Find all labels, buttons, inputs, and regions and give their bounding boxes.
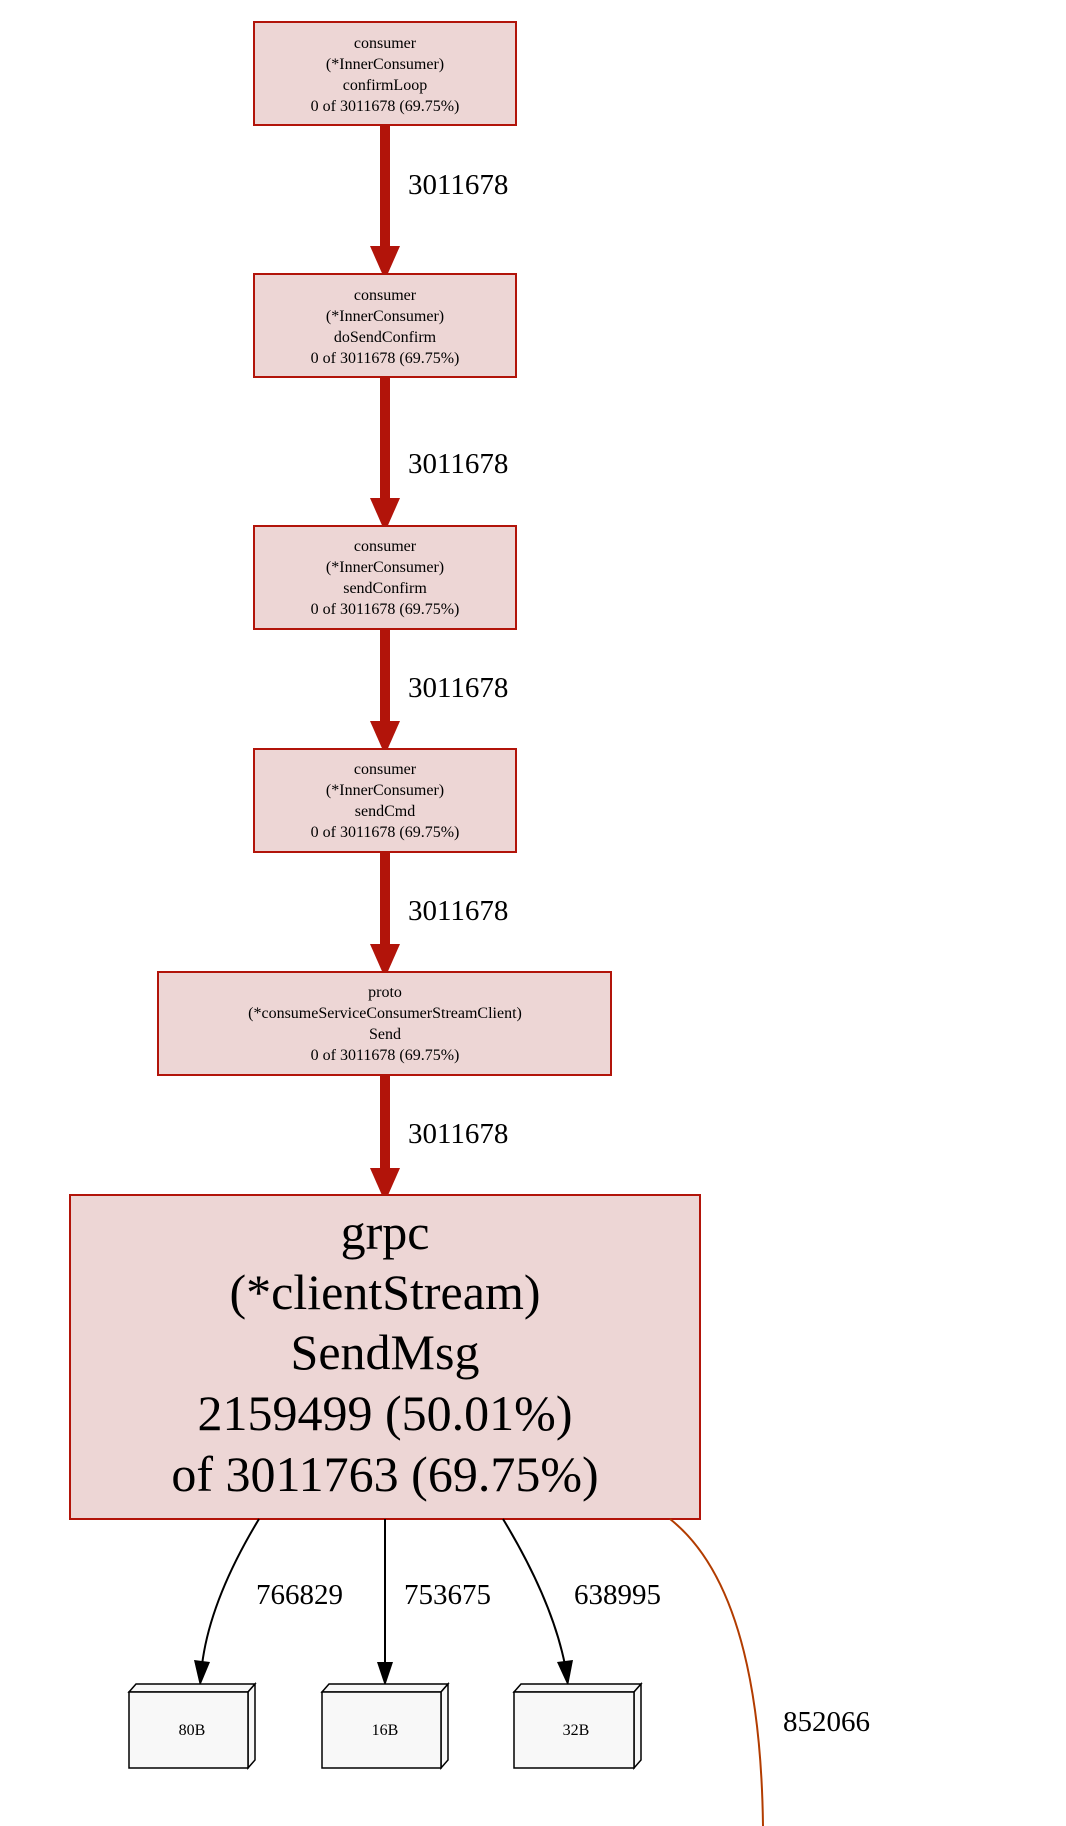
node-label-line: confirmLoop <box>343 77 427 94</box>
arrowhead <box>194 1660 210 1686</box>
edge-send-msg-to-16b[interactable]: 753675 <box>377 1519 491 1686</box>
edge-send-confirm-to-send-cmd[interactable]: 3011678 <box>370 629 508 755</box>
node-label-line: 0 of 3011678 (69.75%) <box>311 1047 460 1064</box>
node-label-line: consumer <box>354 538 417 555</box>
node-send-confirm[interactable]: consumer (*InnerConsumer) sendConfirm 0 … <box>253 525 517 630</box>
node-label-line: SendMsg <box>291 1324 480 1380</box>
leaf-32b[interactable]: 32B <box>512 1682 643 1770</box>
edge-label: 753675 <box>404 1579 491 1611</box>
node-label-line: sendCmd <box>355 803 415 820</box>
edge-label: 3011678 <box>408 1118 508 1150</box>
node-label-line: (*InnerConsumer) <box>326 56 444 73</box>
leaf-label: 32B <box>563 1722 590 1739</box>
arrowhead <box>370 246 400 280</box>
edge-label: 766829 <box>256 1579 343 1611</box>
node-label-line: Send <box>369 1026 401 1043</box>
node-stream-client-send[interactable]: proto (*consumeServiceConsumerStreamClie… <box>157 971 612 1076</box>
node-label-line: (*clientStream) <box>230 1264 541 1320</box>
node-label-line: consumer <box>354 761 417 778</box>
leaf-label: 80B <box>179 1722 206 1739</box>
node-label-line: (*consumeServiceConsumerStreamClient) <box>248 1005 522 1022</box>
edge-label: 3011678 <box>408 672 508 704</box>
leaf-16b[interactable]: 16B <box>320 1682 450 1770</box>
arrowhead <box>370 721 400 755</box>
node-label-line: grpc <box>341 1204 430 1260</box>
node-label-line: (*InnerConsumer) <box>326 559 444 576</box>
node-label-line: 0 of 3011678 (69.75%) <box>311 824 460 841</box>
arrowhead <box>377 1662 393 1686</box>
arrowhead <box>557 1660 573 1686</box>
arrowhead <box>370 498 400 532</box>
node-do-send-confirm[interactable]: consumer (*InnerConsumer) doSendConfirm … <box>253 273 517 378</box>
edge-send-msg-to-32b[interactable]: 638995 <box>502 1518 661 1686</box>
edge-send-cmd-to-send[interactable]: 3011678 <box>370 852 508 978</box>
leaf-label: 16B <box>372 1722 399 1739</box>
node-label-line: (*InnerConsumer) <box>326 782 444 799</box>
node-confirm-loop[interactable]: consumer (*InnerConsumer) confirmLoop 0 … <box>253 21 517 126</box>
node-label-line: (*InnerConsumer) <box>326 308 444 325</box>
edge-confirm-loop-to-do-send-confirm[interactable]: 3011678 <box>370 125 508 280</box>
node-label-line: sendConfirm <box>343 580 427 597</box>
node-client-stream-send-msg[interactable]: grpc (*clientStream) SendMsg 2159499 (50… <box>69 1194 701 1520</box>
node-label-line: 0 of 3011678 (69.75%) <box>311 350 460 367</box>
node-label-line: doSendConfirm <box>334 329 437 346</box>
arrowhead <box>370 1168 400 1202</box>
edge-send-to-send-msg[interactable]: 3011678 <box>370 1075 508 1202</box>
node-label-line: consumer <box>354 35 417 52</box>
node-label-line: 0 of 3011678 (69.75%) <box>311 601 460 618</box>
arrowhead <box>370 944 400 978</box>
node-label-line: 0 of 3011678 (69.75%) <box>311 98 460 115</box>
leaf-80b[interactable]: 80B <box>127 1682 257 1770</box>
node-label-line: of 3011763 (69.75%) <box>171 1446 598 1502</box>
node-label-line: 2159499 (50.01%) <box>198 1385 573 1441</box>
edge-label: 852066 <box>783 1706 870 1738</box>
node-label-line: consumer <box>354 287 417 304</box>
edge-label: 3011678 <box>408 169 508 201</box>
node-send-cmd[interactable]: consumer (*InnerConsumer) sendCmd 0 of 3… <box>253 748 517 853</box>
edge-send-msg-to-80b[interactable]: 766829 <box>194 1518 343 1686</box>
edge-send-msg-to-offscreen[interactable]: 852066 <box>669 1518 870 1826</box>
edge-do-send-confirm-to-send-confirm[interactable]: 3011678 <box>370 377 508 532</box>
edge-label: 3011678 <box>408 895 508 927</box>
edge-label: 638995 <box>574 1579 661 1611</box>
edge-label: 3011678 <box>408 448 508 480</box>
node-label-line: proto <box>368 984 402 1001</box>
